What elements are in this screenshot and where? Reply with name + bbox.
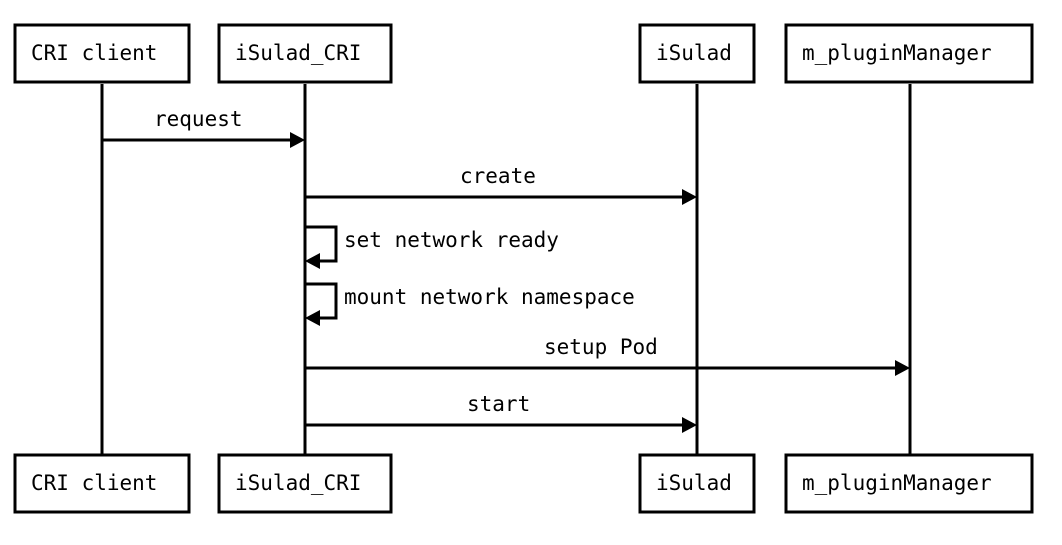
arrowhead-icon: [305, 310, 320, 326]
participant-cri-client-top: CRI client: [13, 23, 191, 84]
participant-isulad-top: iSulad: [638, 23, 756, 84]
message-setup-pod: setup Pod: [305, 335, 910, 376]
message-label: mount network namespace: [344, 285, 635, 309]
message-start: start: [305, 392, 697, 433]
participant-label: CRI client: [31, 41, 157, 65]
participant-cri-client-bottom: CRI client: [13, 453, 191, 514]
arrowhead-icon: [895, 360, 910, 376]
message-mount-network-namespace: mount network namespace: [305, 282, 635, 326]
participant-isulad-cri-top: iSulad_CRI: [217, 23, 393, 84]
message-request: request: [102, 107, 305, 148]
arrowhead-icon: [290, 132, 305, 148]
participant-label: m_pluginManager: [802, 471, 992, 495]
participant-label: CRI client: [31, 471, 157, 495]
participant-label: m_pluginManager: [802, 41, 992, 65]
participant-label: iSulad: [656, 471, 732, 495]
participant-isulad-cri-bottom: iSulad_CRI: [217, 453, 393, 514]
participant-isulad-bottom: iSulad: [638, 453, 756, 514]
message-label: request: [154, 107, 243, 131]
participant-label: iSulad_CRI: [235, 41, 361, 65]
participant-m-pluginmanager-bottom: m_pluginManager: [784, 453, 1034, 514]
message-label: setup Pod: [544, 335, 658, 359]
message-label: create: [460, 164, 536, 188]
participant-label: iSulad_CRI: [235, 471, 361, 495]
arrowhead-icon: [682, 189, 697, 205]
arrowhead-icon: [682, 417, 697, 433]
message-set-network-ready: set network ready: [305, 225, 559, 269]
message-label: set network ready: [344, 228, 559, 252]
message-create: create: [305, 164, 697, 205]
message-label: start: [467, 392, 530, 416]
arrowhead-icon: [305, 253, 320, 269]
participant-label: iSulad: [656, 41, 732, 65]
participant-m-pluginmanager-top: m_pluginManager: [784, 23, 1034, 84]
